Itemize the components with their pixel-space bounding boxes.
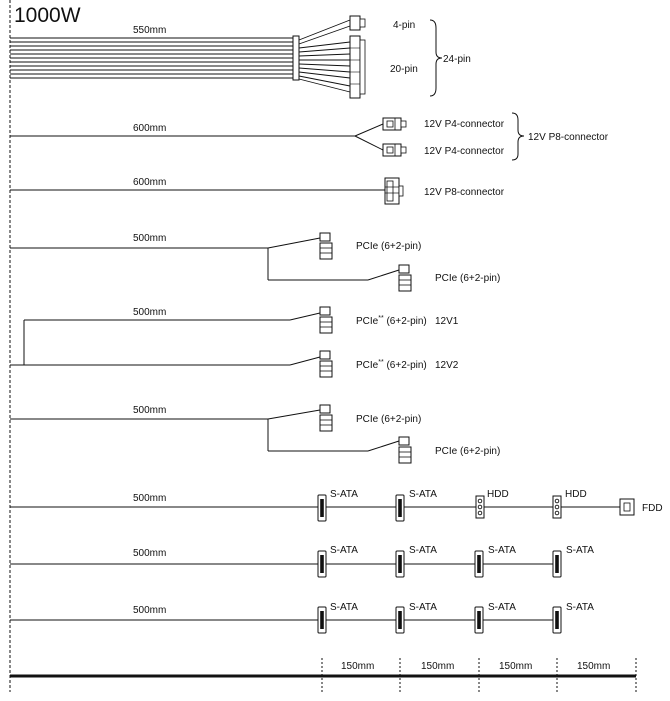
label-pcie3-c1: PCIe (6+2-pin) [356, 414, 421, 425]
label-periph-hdd1: HDD [487, 489, 509, 500]
pcie-cable-1 [10, 232, 412, 292]
sata-cable-a [10, 550, 562, 578]
label-periph-sata2: S-ATA [409, 489, 437, 500]
label-cpu1-p4b: 12V P4-connector [424, 146, 505, 157]
label-pcie3-length: 500mm [133, 405, 166, 416]
label-cpu2-p8: 12V P8-connector [424, 187, 505, 198]
label-sataB-4: S-ATA [566, 602, 594, 613]
label-20pin: 20-pin [390, 64, 418, 75]
label-pcie2-rail1: 12V1 [435, 316, 459, 327]
label-sataB-3: S-ATA [488, 602, 516, 613]
cpu-p8-cable [10, 177, 404, 205]
label-pcie2-rail2: 12V2 [435, 360, 459, 371]
label-sataA-1: S-ATA [330, 545, 358, 556]
label-sataB-1: S-ATA [330, 602, 358, 613]
label-pcie1-c1: PCIe (6+2-pin) [356, 241, 421, 252]
label-main-length: 550mm [133, 25, 166, 36]
scale-label-3: 150mm [499, 661, 532, 672]
label-sataA-3: S-ATA [488, 545, 516, 556]
sata-cable-b [10, 606, 562, 634]
scale-ruler [10, 658, 637, 694]
label-pcie2-length: 500mm [133, 307, 166, 318]
label-pcie2-c1: PCIe** (6+2-pin) [356, 315, 427, 327]
label-cpu1-p4a: 12V P4-connector [424, 119, 505, 130]
label-periph-length: 500mm [133, 493, 166, 504]
brace-p8 [511, 112, 525, 161]
label-24pin: 24-pin [443, 54, 471, 65]
label-pcie1-c2: PCIe (6+2-pin) [435, 273, 500, 284]
scale-label-1: 150mm [341, 661, 374, 672]
pcie-cable-2 [10, 306, 333, 378]
label-periph-hdd2: HDD [565, 489, 587, 500]
label-pcie3-c2: PCIe (6+2-pin) [435, 446, 500, 457]
brace-24pin [429, 19, 443, 97]
label-cpu1-p8: 12V P8-connector [528, 132, 609, 143]
page-title: 1000W [14, 4, 81, 27]
main-24pin-cable [10, 15, 443, 99]
label-sataB-length: 500mm [133, 605, 166, 616]
scale-label-4: 150mm [577, 661, 610, 672]
label-cpu1-length: 600mm [133, 123, 166, 134]
label-sataA-2: S-ATA [409, 545, 437, 556]
scale-label-2: 150mm [421, 661, 454, 672]
label-pcie2-c2: PCIe** (6+2-pin) [356, 359, 427, 371]
pcie-cable-3 [10, 404, 412, 464]
label-cpu2-length: 600mm [133, 177, 166, 188]
label-pcie1-length: 500mm [133, 233, 166, 244]
label-4pin: 4-pin [393, 20, 415, 31]
label-sataB-2: S-ATA [409, 602, 437, 613]
label-periph-fdd: FDD [642, 503, 663, 514]
label-sataA-4: S-ATA [566, 545, 594, 556]
peripheral-cable [10, 494, 635, 522]
label-sataA-length: 500mm [133, 548, 166, 559]
label-periph-sata1: S-ATA [330, 489, 358, 500]
cpu-p4-split-cable [10, 112, 525, 161]
